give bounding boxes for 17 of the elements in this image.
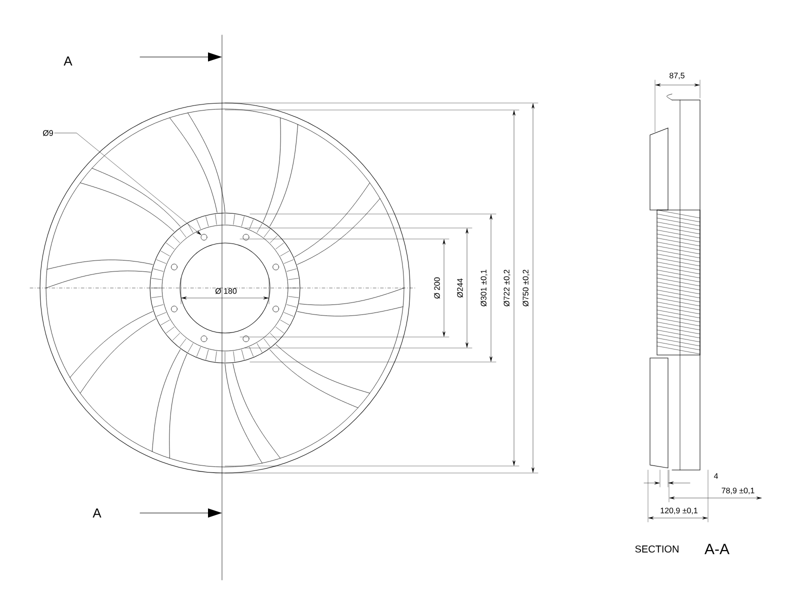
dimension-label: Ø 200 bbox=[434, 277, 440, 299]
dimension-label: Ø750 ±0,2 bbox=[522, 270, 530, 306]
dimension-label: SECTION bbox=[635, 545, 678, 553]
leader-line bbox=[54, 132, 202, 235]
dimension-label: A bbox=[92, 508, 102, 518]
dimension-label: Ø9 bbox=[42, 130, 53, 136]
dimension-label: A-A bbox=[704, 544, 730, 554]
dimension-label: 4 bbox=[714, 473, 718, 479]
dimension-label: Ø301 ±0,1 bbox=[480, 270, 488, 306]
dimension-label: Ø 180 bbox=[215, 288, 237, 294]
dimension-label: Ø722 ±0,2 bbox=[504, 270, 510, 306]
mounting-hole bbox=[200, 234, 208, 240]
dimension-label: A bbox=[64, 56, 72, 66]
dimension-label: 78,9 ±0,1 bbox=[722, 488, 754, 494]
dimension-label: 120,9 ±0,1 bbox=[660, 508, 698, 514]
dimension-label: 87,5 bbox=[670, 72, 684, 80]
dimension-label: Ø244 bbox=[457, 278, 463, 298]
